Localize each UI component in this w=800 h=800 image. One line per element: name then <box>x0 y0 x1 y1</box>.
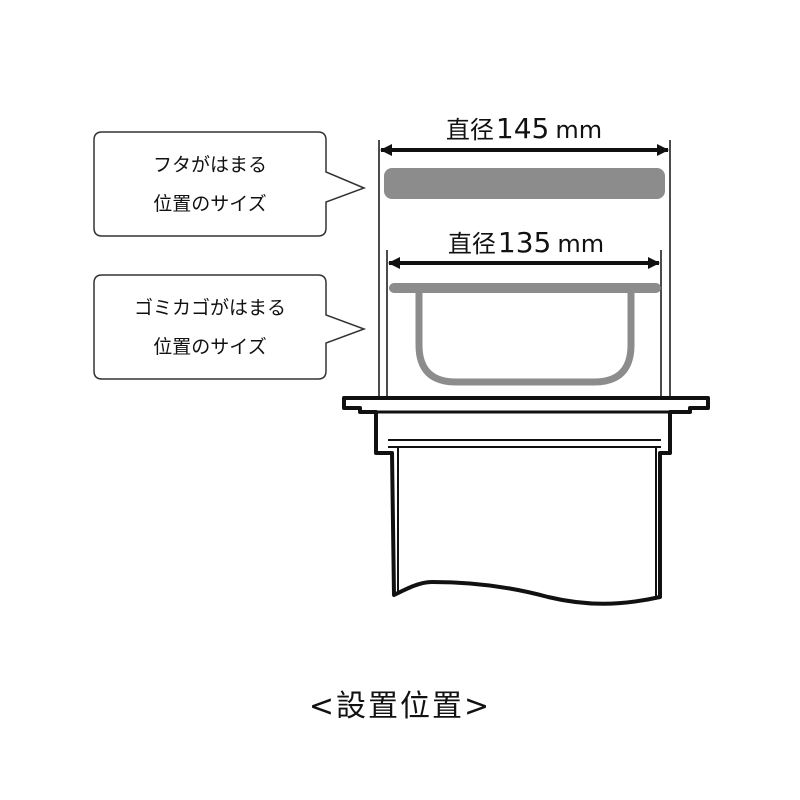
lid-dimension-label: 直径 <box>446 116 494 144</box>
lid-shape <box>384 168 665 199</box>
lid-dimension-value: 145 <box>496 112 549 145</box>
lid-callout: フタがはまる 位置のサイズ <box>93 131 367 237</box>
basket-callout-line1: ゴミカゴがはまる <box>134 297 286 319</box>
basket-callout-line2: 位置のサイズ <box>153 336 266 358</box>
basket-dimension-unit: mm <box>557 230 604 258</box>
basket-dimension-label: 直径 <box>448 230 496 258</box>
lid-callout-line2: 位置のサイズ <box>153 193 266 215</box>
lid-callout-line1: フタがはまる <box>153 154 267 176</box>
basket-shape <box>389 283 661 386</box>
diagram-caption: <設置位置> <box>309 689 491 724</box>
drain-outlet <box>342 396 710 606</box>
drain-flange <box>342 396 710 606</box>
basket-callout-bubble <box>93 274 367 380</box>
lid-callout-bubble <box>93 131 367 237</box>
basket-callout: ゴミカゴがはまる 位置のサイズ <box>93 274 367 380</box>
basket-body <box>415 293 635 386</box>
basket-dimension-value: 135 <box>498 226 551 259</box>
lid-dimension-unit: mm <box>555 116 602 144</box>
